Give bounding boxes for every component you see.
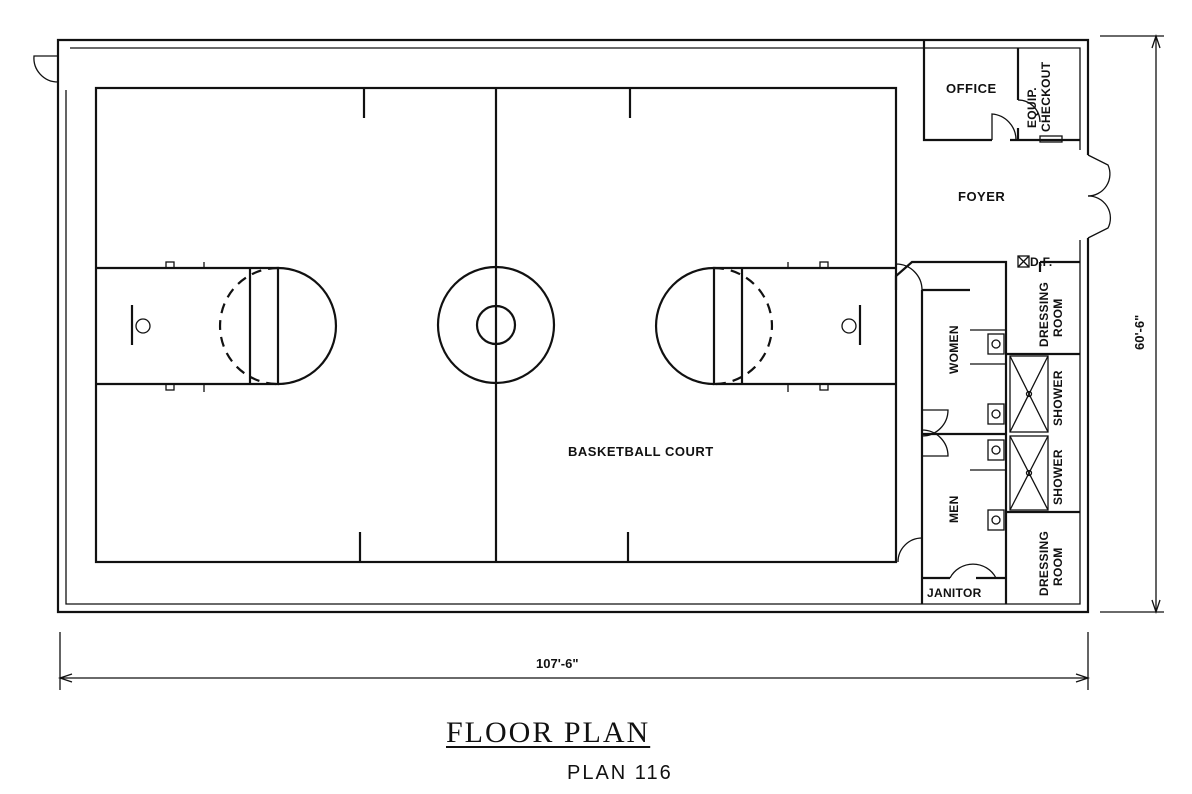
janitor-label: JANITOR — [927, 586, 982, 600]
locker-block — [894, 260, 1080, 604]
dressing-room-lower-line2: ROOM — [1051, 547, 1065, 586]
shower-stall-lower — [1009, 435, 1049, 511]
shower-lower-label: SHOWER — [1051, 449, 1065, 505]
foyer-label: FOYER — [958, 189, 1005, 204]
width-dimension-label: 107'-6" — [536, 656, 579, 671]
women-label: WOMEN — [947, 325, 961, 374]
men-entry-door — [897, 537, 923, 563]
dressing-room-upper-line2: ROOM — [1051, 298, 1065, 337]
women-toilet-1 — [987, 333, 1005, 355]
plan-title: FLOOR PLAN — [446, 716, 651, 749]
locker-entry-door — [895, 263, 923, 291]
df-label: D.F. — [1030, 255, 1053, 269]
foyer-door-upper — [1087, 154, 1111, 197]
office-label: OFFICE — [946, 81, 997, 96]
width-dimension — [57, 632, 1091, 690]
shower-stall-upper — [1009, 355, 1049, 433]
men-toilet-1 — [987, 439, 1005, 461]
equip-label-line1: EQUIP. — [1025, 87, 1039, 128]
dressing-room-lower-line1: DRESSING — [1037, 531, 1051, 596]
women-toilet-2 — [987, 403, 1005, 425]
dressing-room-upper-line1: DRESSING — [1037, 282, 1051, 347]
shower-upper-label: SHOWER — [1051, 370, 1065, 426]
left-entry-door — [33, 55, 59, 83]
height-dimension-label: 60'-6" — [1132, 315, 1147, 350]
men-toilet-2 — [987, 509, 1005, 531]
equip-label-line2: CHECKOUT — [1039, 61, 1053, 132]
janitor-door — [949, 563, 997, 579]
office-door — [991, 113, 1017, 141]
plan-subtitle: PLAN 116 — [567, 762, 673, 784]
equip-door — [1017, 99, 1041, 123]
men-label: MEN — [947, 495, 961, 523]
height-dimension — [1100, 33, 1164, 615]
court-label: BASKETBALL COURT — [568, 444, 714, 459]
men-door — [921, 429, 949, 457]
office-block — [922, 40, 1080, 143]
building-walls — [33, 38, 1112, 614]
foyer-door-lower — [1087, 195, 1112, 239]
drinking-fountain — [1017, 255, 1030, 268]
basketball-court — [94, 86, 898, 564]
equip-counter — [1039, 135, 1063, 143]
women-door — [921, 409, 949, 437]
